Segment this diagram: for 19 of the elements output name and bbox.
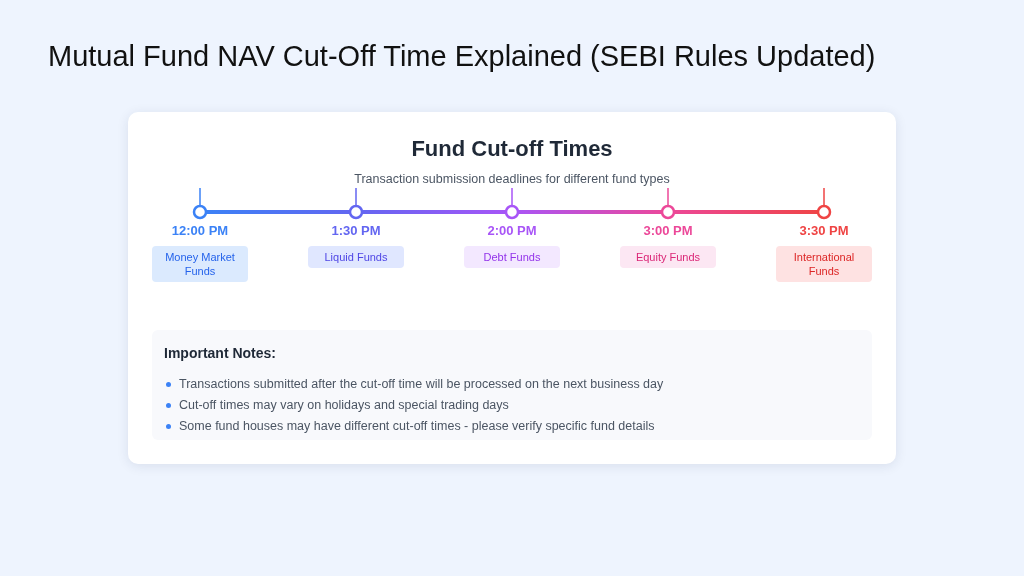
note-text: Some fund houses may have different cut-off times - please verify specific fund details [179,418,655,434]
note-text: Transactions submitted after the cut-off time will be processed on the next business day [179,376,664,392]
page-title: Mutual Fund NAV Cut-Off Time Explained (SEBI Rules Updated) [48,40,876,73]
notes-panel [152,330,872,440]
time-label: 3:30 PM [798,223,850,238]
card-panel [128,112,896,464]
fund-type-tag: Liquid Funds [308,246,404,268]
fund-type-tag: Money Market Funds [152,246,248,282]
time-label: 2:00 PM [486,223,538,238]
time-label: 3:00 PM [642,223,694,238]
note-text: Cut-off times may vary on holidays and special trading days [179,397,509,413]
fund-type-tag: Equity Funds [620,246,716,268]
card-subtitle: Transaction submission deadlines for different fund types [353,172,671,186]
fund-type-tag: International Funds [776,246,872,282]
card-heading: Fund Cut-off Times [410,136,614,162]
time-label: 1:30 PM [330,223,382,238]
fund-type-tag: Debt Funds [464,246,560,268]
time-label: 12:00 PM [170,223,230,238]
notes-heading: Important Notes: [164,345,276,361]
